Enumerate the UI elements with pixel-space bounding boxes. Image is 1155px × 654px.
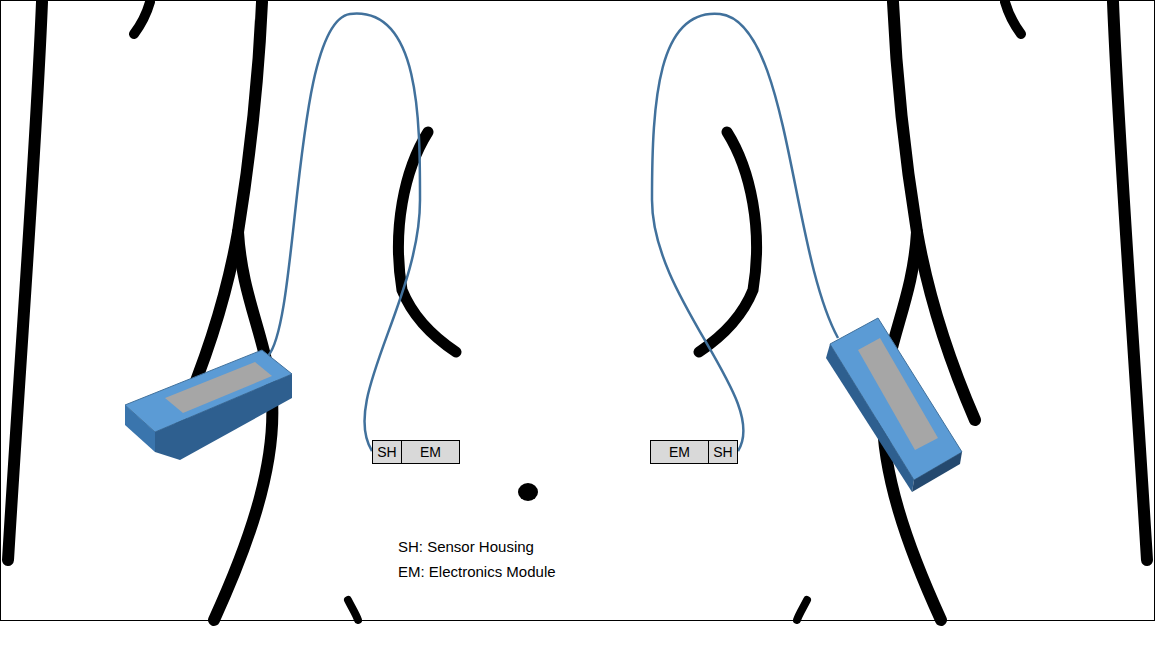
legend-note: SH: Sensor Housing xyxy=(398,538,534,555)
cable xyxy=(268,14,838,451)
cell-text: SH xyxy=(713,444,732,460)
cell-text: EM xyxy=(420,444,441,460)
cell-text: EM xyxy=(669,444,690,460)
box-cell: SH xyxy=(372,440,402,464)
body-outline xyxy=(8,2,1147,620)
frame xyxy=(1,1,1155,621)
cell-text: SH xyxy=(377,444,396,460)
legend-note: EM: Electronics Module xyxy=(398,563,556,580)
navel xyxy=(518,483,538,501)
box-cell: SH xyxy=(708,440,738,464)
box-cell: EM xyxy=(401,440,460,464)
right-device xyxy=(826,318,962,492)
left-device xyxy=(125,350,292,460)
box-cell: EM xyxy=(650,440,709,464)
